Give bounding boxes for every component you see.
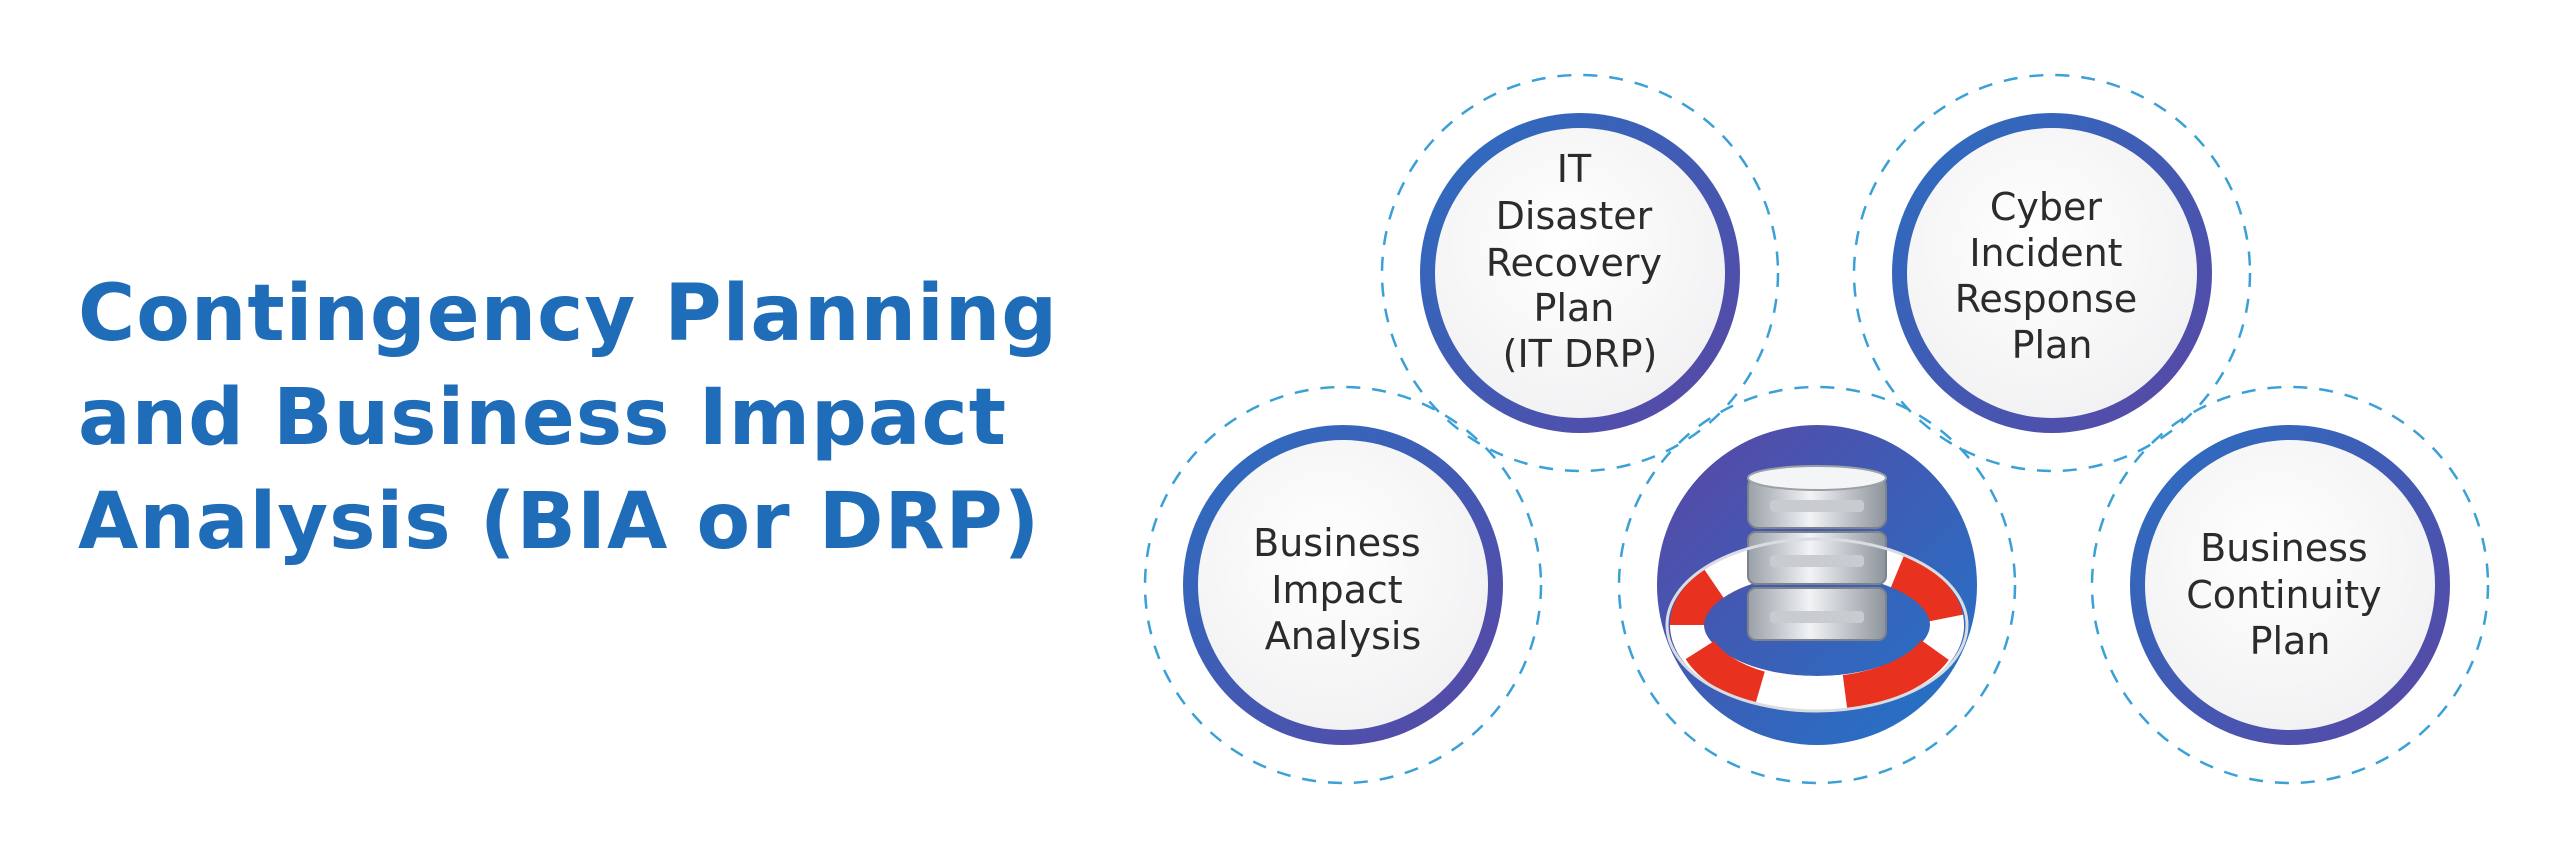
node-business-continuity-plan: Business Continuity Plan — [2090, 385, 2490, 785]
title-line-2: and Business Impact — [78, 373, 1008, 463]
node-center — [1617, 385, 2017, 785]
dashed-ring — [1617, 385, 2017, 785]
label-line: Plan — [2012, 323, 2093, 367]
title-line-1: Contingency Planning — [78, 269, 1059, 359]
server-lifebuoy-icon — [1665, 465, 1969, 713]
label-line: Business — [1253, 521, 1421, 565]
label-line: Impact — [1271, 568, 1402, 612]
label-line: Response — [1955, 277, 2138, 321]
inner-disc — [1435, 128, 1725, 418]
dashed-ring — [1143, 385, 1543, 785]
label-line: Analysis — [1265, 614, 1422, 658]
dashed-ring — [1852, 73, 2252, 473]
node-label: IT Disaster Recovery Plan (IT DRP) — [1486, 147, 1674, 376]
label-line: (IT DRP) — [1503, 332, 1658, 376]
inner-disc — [1198, 440, 1488, 730]
inner-disc — [1907, 128, 2197, 418]
page-title: Contingency Planning and Business Impact… — [78, 262, 1118, 574]
label-line: Plan — [2250, 619, 2331, 663]
title-line-3: Analysis (BIA or DRP) — [78, 477, 1041, 567]
label-line: Disaster — [1496, 194, 1653, 238]
label-line: Plan — [1534, 286, 1615, 330]
node-cyber-incident: Cyber Incident Response Plan — [1852, 73, 2252, 473]
label-line: Business — [2200, 526, 2368, 570]
node-label: Business Impact Analysis — [1253, 521, 1433, 658]
label-line: Recovery — [1486, 241, 1662, 285]
dashed-ring — [1380, 73, 1780, 473]
dashed-ring — [2090, 385, 2490, 785]
label-line: Continuity — [2186, 573, 2381, 617]
label-line: Cyber — [1990, 185, 2103, 229]
inner-disc — [2145, 440, 2435, 730]
label-line: Incident — [1969, 231, 2122, 275]
node-it-drp: IT Disaster Recovery Plan (IT DRP) — [1380, 73, 1780, 473]
node-business-impact-analysis: Business Impact Analysis — [1143, 385, 1543, 785]
node-label: Cyber Incident Response Plan — [1955, 185, 2150, 367]
node-label: Business Continuity Plan — [2186, 526, 2394, 663]
label-line: IT — [1557, 147, 1592, 191]
